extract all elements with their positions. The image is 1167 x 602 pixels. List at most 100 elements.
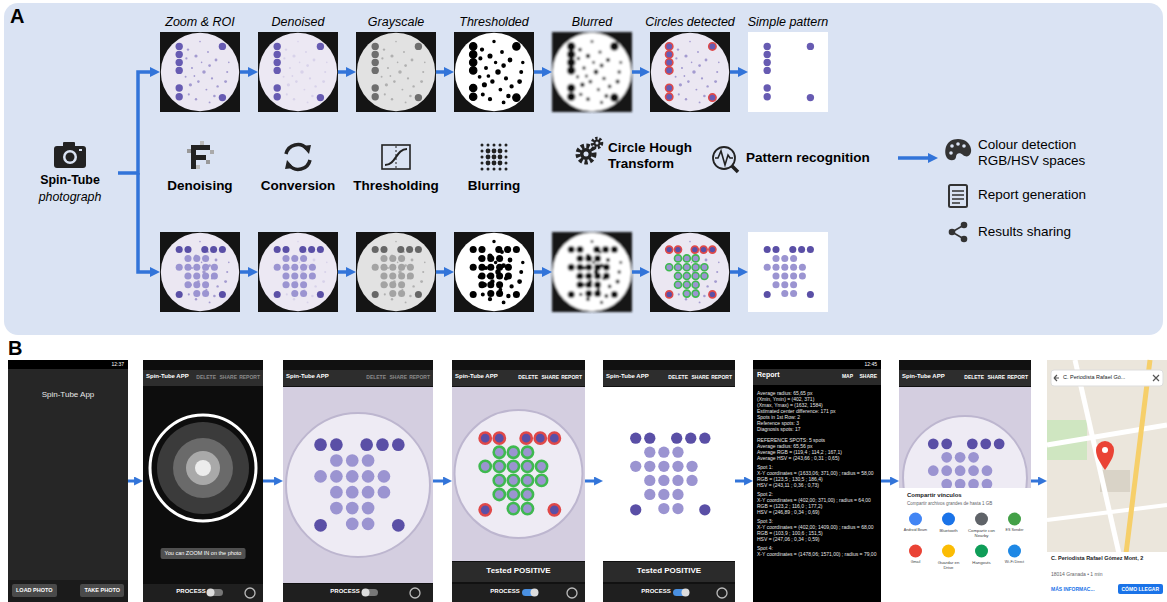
conversion-icon bbox=[285, 160, 294, 169]
map-screen bbox=[1047, 552, 1167, 602]
image-step: Grayscale bbox=[356, 32, 436, 112]
share-target: Wi-Fi Direct bbox=[999, 560, 1031, 564]
phone-screen bbox=[942, 545, 955, 558]
denoise-icon bbox=[187, 149, 191, 153]
phone-screen bbox=[150, 415, 256, 521]
pattern-icon bbox=[732, 166, 738, 172]
image-step: Circles detected bbox=[650, 32, 730, 112]
flow-arrow bbox=[730, 70, 743, 74]
image-step: Blurred bbox=[552, 32, 632, 112]
phone-screen bbox=[173, 438, 233, 498]
phone-screen bbox=[143, 360, 263, 602]
flow-arrow bbox=[632, 70, 645, 74]
process-label: Conversion bbox=[261, 178, 335, 194]
processing-image bbox=[258, 32, 338, 112]
image-step: Zoom & ROI bbox=[160, 32, 240, 112]
report-line: (Xmin, Ymin) = (402, 371) bbox=[757, 396, 877, 402]
menu-button: DELETE bbox=[196, 374, 216, 380]
process-label: Blurring bbox=[468, 178, 521, 194]
blur-icon bbox=[487, 144, 490, 147]
phone-screen bbox=[630, 433, 710, 516]
phone-screen bbox=[362, 589, 378, 596]
report-line: Spot 3: bbox=[757, 518, 877, 524]
phone-screen bbox=[1008, 513, 1021, 526]
blur-icon bbox=[481, 150, 484, 153]
process-label: Thresholding bbox=[353, 178, 439, 194]
phone-screen bbox=[522, 589, 538, 596]
hint-toast: You can ZOOM IN on the photo bbox=[161, 548, 246, 559]
share-icon bbox=[961, 222, 968, 229]
blur-icon bbox=[498, 155, 503, 160]
processing-image bbox=[748, 232, 828, 312]
report-line: Spot 1: bbox=[757, 464, 877, 470]
camera-icon bbox=[54, 142, 86, 168]
step-caption: Thresholded bbox=[459, 15, 529, 30]
map-screen bbox=[1054, 375, 1059, 381]
image-step: Denoised bbox=[258, 32, 338, 112]
phone-screen bbox=[480, 433, 560, 516]
report-line: RGB = (123,2 ; 116,0 ; 177,2) bbox=[757, 503, 877, 509]
flow-arrow bbox=[138, 158, 933, 272]
phone-screen bbox=[283, 370, 433, 386]
phone-screen bbox=[410, 588, 420, 598]
phone-screen bbox=[283, 360, 433, 602]
report-line: Diagnosis spots: 17 bbox=[757, 426, 877, 432]
menu-button: REPORT bbox=[1007, 374, 1028, 380]
result-banner: Tested POSITIVE bbox=[486, 566, 550, 576]
app-title: Report bbox=[757, 371, 780, 379]
output-label: Report generation bbox=[978, 187, 1086, 203]
app-title: Spin-Tube APP bbox=[606, 373, 649, 380]
report-line: Spot 2: bbox=[757, 491, 877, 497]
output-label: Colour detection RGB/HSV spaces bbox=[978, 137, 1108, 169]
denoise-icon bbox=[196, 155, 206, 160]
app-title: Spin-Tube App bbox=[42, 390, 95, 400]
report-line: (Xmax, Ymax) = (1632, 1584) bbox=[757, 402, 877, 408]
flow-arrow bbox=[735, 480, 748, 483]
processing-image bbox=[160, 232, 240, 312]
app-screenshot: 12:45ReportMAPSHAREAverage radius: 65,65… bbox=[753, 360, 881, 602]
phone-screen bbox=[603, 360, 735, 602]
share-target: Android Beam bbox=[900, 528, 932, 532]
phone-screen bbox=[8, 580, 128, 602]
report-line: REFERENCE SPOTS: 5 spots bbox=[757, 437, 877, 443]
step-caption: Simple pattern bbox=[748, 15, 829, 30]
phone-screen bbox=[195, 460, 211, 476]
report-icon bbox=[949, 185, 967, 207]
blur-icon bbox=[481, 162, 484, 165]
blur-icon bbox=[505, 156, 508, 159]
report-line: X-Y coordinates = (1478,06; 1571,00) ; r… bbox=[757, 551, 877, 557]
flow-arrow bbox=[1031, 480, 1042, 483]
app-title: Spin-Tube APP bbox=[902, 373, 945, 380]
step-caption: Circles detected bbox=[645, 15, 735, 30]
menu-button: REPORT bbox=[561, 374, 582, 380]
text-column: Average radius: 65,65 px(Xmin, Ymin) = (… bbox=[757, 390, 877, 557]
process-switch: PROCESS bbox=[176, 588, 205, 595]
step-caption: Zoom & ROI bbox=[165, 15, 234, 30]
denoise-icon bbox=[196, 165, 200, 169]
phone-screen bbox=[682, 589, 690, 597]
gear-icon bbox=[596, 142, 599, 145]
blur-icon bbox=[481, 144, 508, 171]
report-line: Estimated center difference: 171 px bbox=[757, 408, 877, 414]
map-screen bbox=[1047, 360, 1167, 602]
blur-icon bbox=[505, 168, 508, 171]
pattern-icon bbox=[713, 147, 735, 169]
gear-icon bbox=[593, 139, 602, 148]
blur-icon bbox=[505, 162, 508, 165]
input-caption: photograph bbox=[22, 189, 118, 206]
flow-arrow bbox=[898, 156, 933, 160]
phone-screen bbox=[942, 513, 955, 526]
blur-icon bbox=[486, 149, 491, 154]
phone-screen bbox=[452, 562, 585, 582]
menu-button: SHARE bbox=[987, 374, 1005, 380]
step-caption: Blurred bbox=[572, 15, 612, 30]
output-label: Results sharing bbox=[978, 224, 1071, 240]
map-screen bbox=[1102, 447, 1108, 453]
phone-screen bbox=[245, 588, 255, 598]
report-line: HSV = (243,11 ; 0,36 ; 0,73) bbox=[757, 482, 877, 488]
map-screen bbox=[1047, 360, 1167, 602]
phone-screen bbox=[314, 454, 390, 530]
flow-arrow bbox=[138, 173, 155, 272]
phone-screen bbox=[753, 369, 881, 385]
